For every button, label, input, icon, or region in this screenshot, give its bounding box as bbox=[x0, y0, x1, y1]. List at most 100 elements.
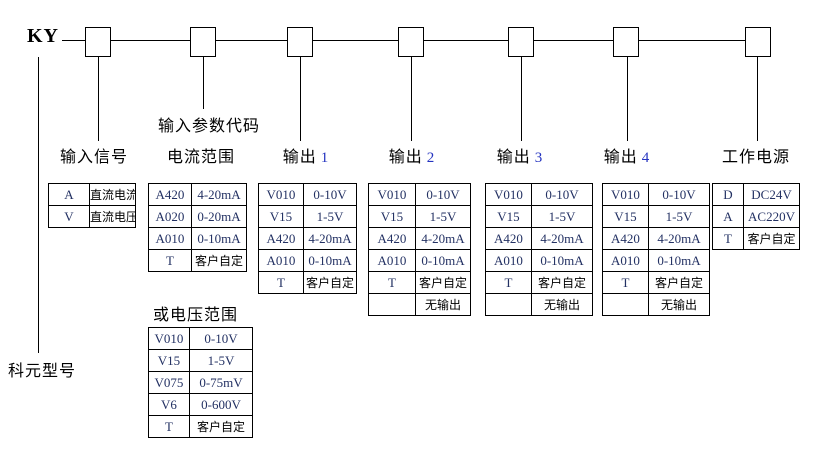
option-value-cell: 客户自定 bbox=[191, 249, 247, 272]
code-box-4 bbox=[398, 27, 424, 57]
option-code-cell: A bbox=[712, 205, 744, 228]
option-value-cell: 直流电压 bbox=[89, 205, 136, 228]
option-code-cell: A420 bbox=[485, 227, 532, 250]
option-value-cell: 0-10mA bbox=[415, 249, 471, 272]
option-value-cell: 无输出 bbox=[648, 293, 710, 316]
option-value-cell: 0-20mA bbox=[191, 205, 247, 228]
option-row: 无输出 bbox=[602, 293, 710, 316]
option-value-cell: 客户自定 bbox=[415, 271, 471, 294]
stem-output-4 bbox=[627, 57, 628, 141]
option-code-cell: V010 bbox=[148, 327, 190, 350]
model-prefix-text: KY bbox=[27, 25, 59, 47]
option-code-cell: V15 bbox=[602, 205, 649, 228]
option-value-cell: 4-20mA bbox=[531, 227, 593, 250]
option-code-cell: A420 bbox=[368, 227, 416, 250]
option-code-cell: A020 bbox=[148, 205, 192, 228]
option-code-cell: A bbox=[48, 183, 90, 206]
or-voltage-range-label: 或电压范围 bbox=[153, 307, 239, 324]
option-code-cell: T bbox=[148, 249, 192, 272]
code-box-7 bbox=[745, 27, 771, 57]
option-value-cell: 0-75mV bbox=[189, 371, 253, 394]
group-label-text: 电流范围 bbox=[166, 149, 236, 166]
option-code-cell: A010 bbox=[368, 249, 416, 272]
code-box-6 bbox=[613, 27, 639, 57]
option-value-cell: AC220V bbox=[743, 205, 800, 228]
option-code-cell bbox=[602, 293, 649, 316]
option-value-cell: 1-5V bbox=[648, 205, 710, 228]
option-code-cell: V15 bbox=[148, 349, 190, 372]
stem-output-2 bbox=[411, 57, 412, 141]
option-value-cell: 0-10V bbox=[648, 183, 710, 206]
option-value-cell: 0-10V bbox=[303, 183, 357, 206]
stem-input-signal bbox=[98, 57, 99, 141]
option-value-cell: 4-20mA bbox=[191, 183, 247, 206]
group-label-working-power: 工作电源 bbox=[722, 143, 790, 167]
option-code-cell: T bbox=[485, 271, 532, 294]
group-label-number: 3 bbox=[534, 150, 544, 166]
group-label-number: 4 bbox=[641, 150, 651, 166]
code-box-5 bbox=[508, 27, 534, 57]
option-value-cell: 客户自定 bbox=[648, 271, 710, 294]
option-code-cell bbox=[368, 293, 416, 316]
param-code-label: 输入参数代码 bbox=[158, 118, 261, 135]
option-code-cell: V010 bbox=[258, 183, 304, 206]
option-value-cell: 0-10V bbox=[415, 183, 471, 206]
group-label-input-signal: 输入信号 bbox=[60, 143, 128, 167]
option-value-cell: 客户自定 bbox=[189, 415, 253, 438]
option-value-cell: 1-5V bbox=[415, 205, 471, 228]
option-value-cell: 0-10mA bbox=[191, 227, 247, 250]
option-code-cell: V010 bbox=[602, 183, 649, 206]
group-label-text: 输出 bbox=[282, 149, 317, 166]
option-code-cell bbox=[485, 293, 532, 316]
option-row: 无输出 bbox=[485, 293, 593, 316]
stem-current-range bbox=[203, 57, 204, 109]
option-value-cell: 1-5V bbox=[303, 205, 357, 228]
option-value-cell: 客户自定 bbox=[303, 271, 357, 294]
option-code-cell: V15 bbox=[485, 205, 532, 228]
code-box-1 bbox=[85, 27, 111, 57]
stem-output-1 bbox=[300, 57, 301, 141]
group-label-text: 工作电源 bbox=[721, 149, 791, 166]
option-row: 无输出 bbox=[368, 293, 471, 316]
option-value-cell: 直流电流 bbox=[89, 183, 136, 206]
option-value-cell: 4-20mA bbox=[303, 227, 357, 250]
option-code-cell: A420 bbox=[148, 183, 192, 206]
option-code-cell: T bbox=[712, 227, 744, 250]
group-label-number: 2 bbox=[426, 150, 436, 166]
option-code-cell: T bbox=[148, 415, 190, 438]
option-value-cell: 无输出 bbox=[415, 293, 471, 316]
option-value-cell: DC24V bbox=[743, 183, 800, 206]
